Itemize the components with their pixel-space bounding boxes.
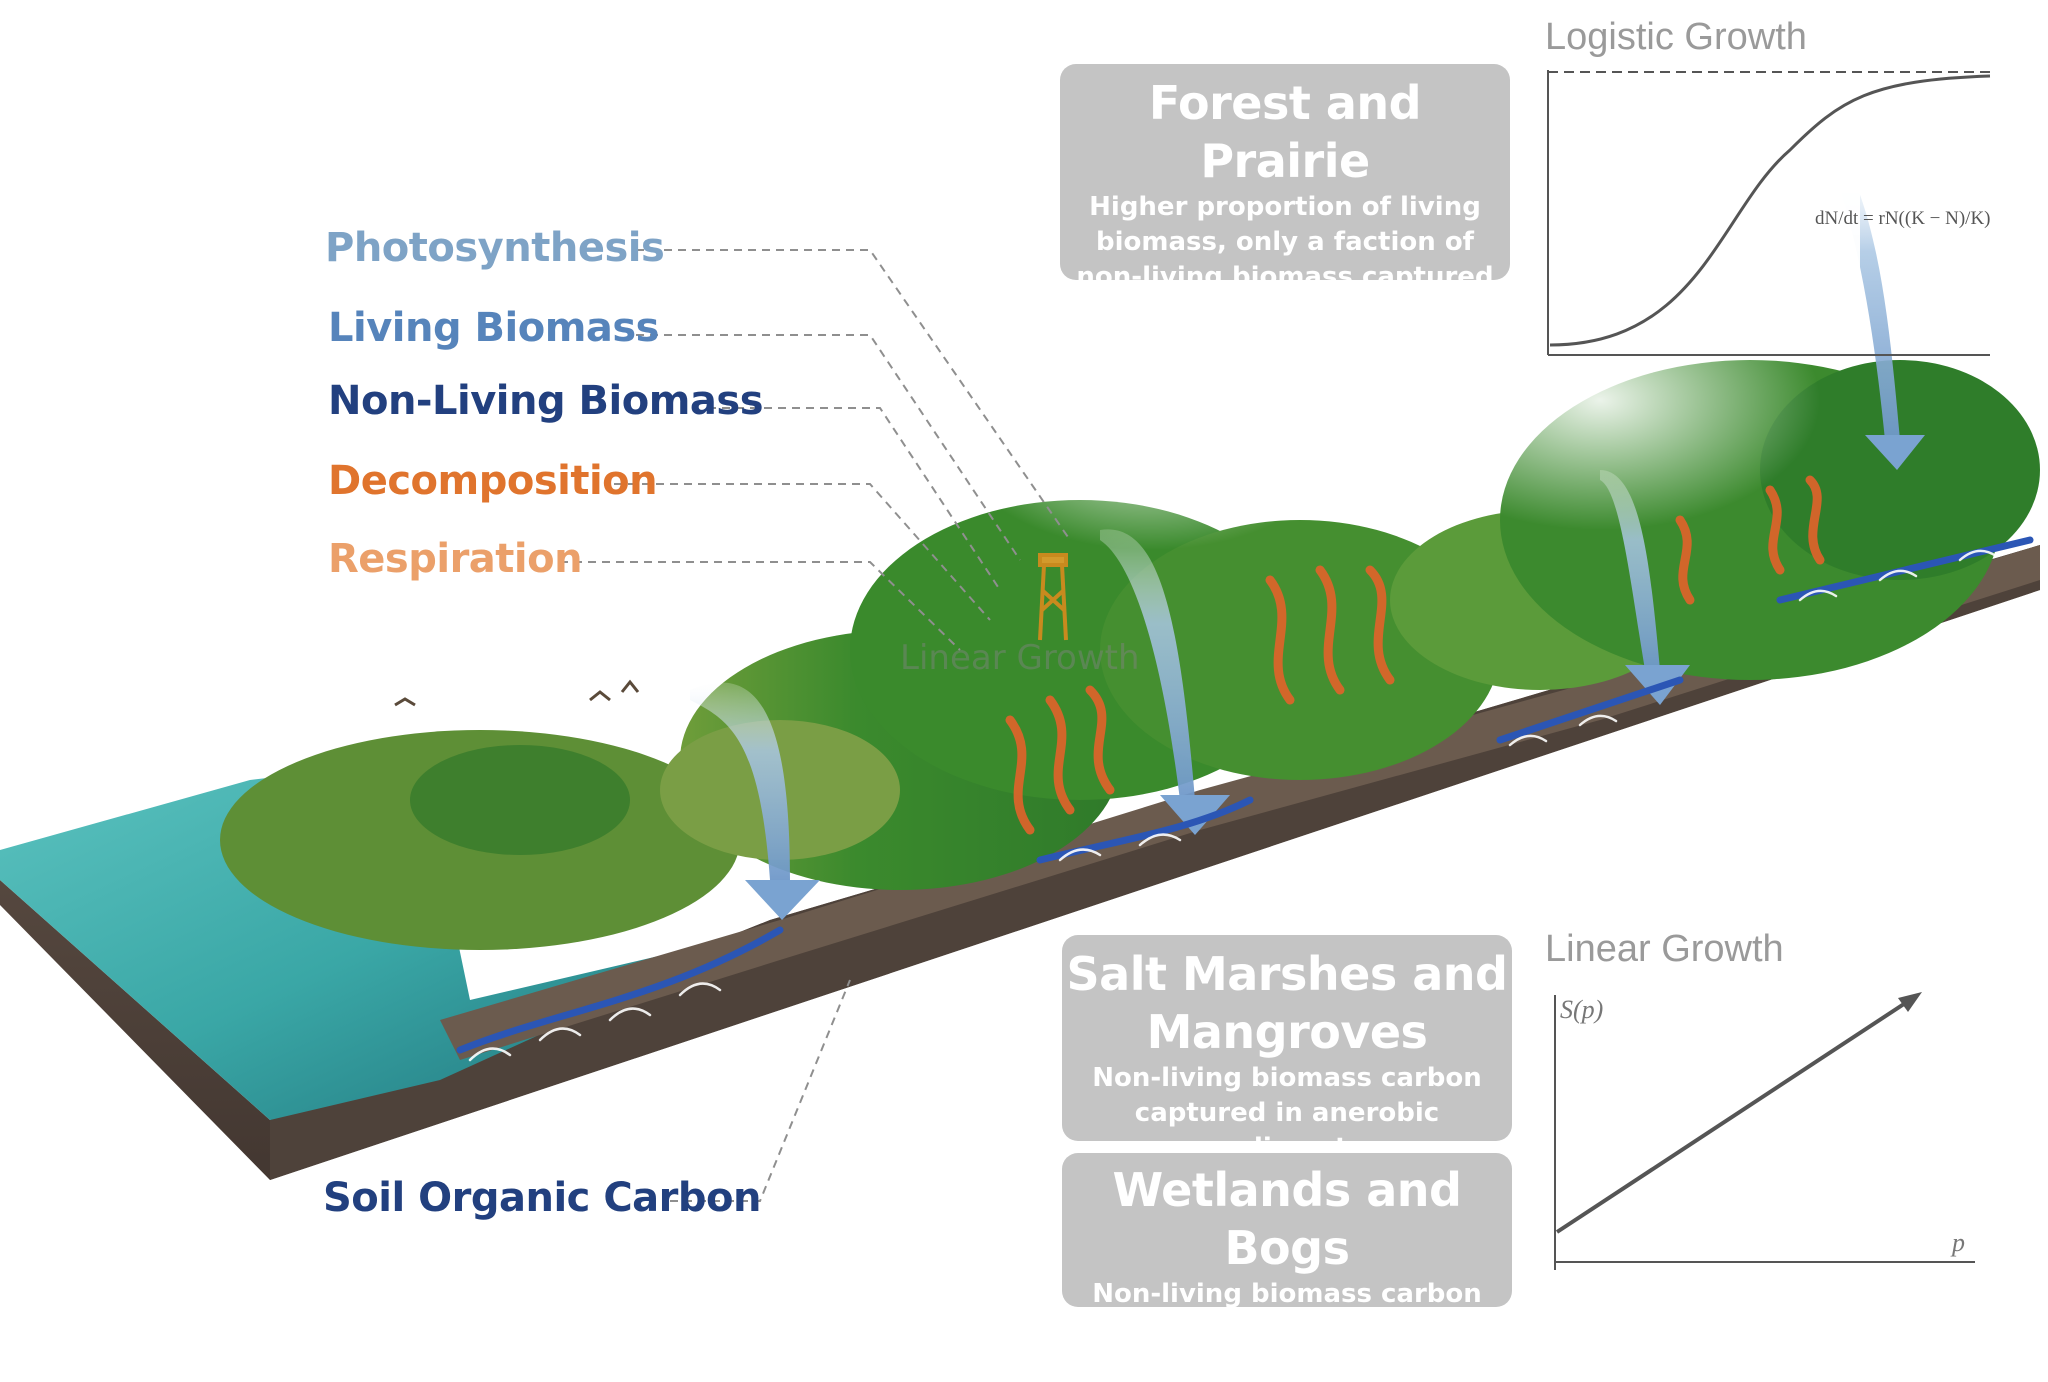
label-photosynthesis: Photosynthesis bbox=[325, 225, 665, 271]
card-wetlands-bogs: Wetlands and Bogs Non-living biomass car… bbox=[1062, 1153, 1512, 1379]
card-wetlands-body-1: Non-living biomass carbon bbox=[1092, 1279, 1482, 1309]
logistic-chart-title: Logistic Growth bbox=[1545, 16, 1807, 58]
card-forest-body-1: Higher proportion of living bbox=[1089, 192, 1481, 222]
linear-growth-chart bbox=[1554, 992, 1975, 1270]
linear-y-axis-label: S(p) bbox=[1560, 995, 1604, 1024]
card-salt-title-2: Mangroves bbox=[1146, 1005, 1428, 1059]
card-wetlands-title: Wetlands and Bogs bbox=[1112, 1163, 1462, 1275]
card-salt-body-1: Non-living biomass carbon bbox=[1092, 1063, 1482, 1093]
logistic-curve bbox=[1549, 74, 1991, 347]
card-forest-body-2: biomass, only a faction of bbox=[1096, 227, 1474, 257]
card-forest-prairie: Forest and Prairie Higher proportion of … bbox=[1060, 64, 1510, 327]
leader-lines bbox=[560, 249, 1071, 1202]
linear-line bbox=[1555, 998, 1912, 1234]
card-forest-body-3: non-living biomass captured bbox=[1076, 262, 1494, 292]
bird-icons bbox=[394, 679, 640, 707]
ecosystem-block-diagram bbox=[0, 70, 2040, 1270]
label-respiration: Respiration bbox=[328, 536, 583, 582]
observation-tower bbox=[1038, 553, 1068, 641]
respiration-arrows bbox=[1005, 475, 1825, 835]
label-soil-organic-carbon: Soil Organic Carbon bbox=[323, 1175, 761, 1221]
card-wetlands-body-2: captured in anerobic sediments bbox=[1134, 1314, 1440, 1379]
logistic-equation: dN/dt = rN((K − N)/K) bbox=[1815, 208, 1991, 229]
watermark-text: Linear Growth bbox=[900, 638, 1140, 678]
card-forest-body-4: in soils bbox=[1233, 297, 1337, 327]
vegetation bbox=[220, 360, 2040, 950]
card-salt-marshes: Salt Marshes and Mangroves Non-living bi… bbox=[1062, 935, 1512, 1163]
card-forest-title: Forest and Prairie bbox=[1148, 76, 1422, 188]
photosynthesis-flow-arrows bbox=[690, 150, 1925, 920]
linear-x-axis-label: p bbox=[1952, 1228, 1965, 1257]
card-salt-title-1: Salt Marshes and bbox=[1066, 947, 1508, 1001]
label-decomposition: Decomposition bbox=[328, 458, 658, 504]
label-living-biomass: Living Biomass bbox=[328, 305, 660, 351]
linear-chart-title: Linear Growth bbox=[1545, 928, 1784, 970]
label-non-living-biomass: Non-Living Biomass bbox=[328, 378, 764, 424]
